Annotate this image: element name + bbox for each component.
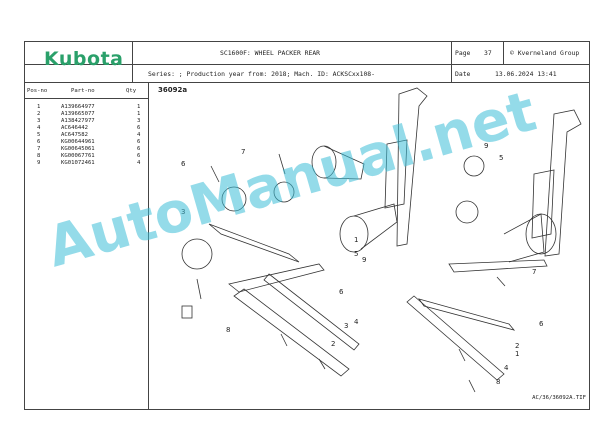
right-axle — [503, 213, 545, 263]
row-qty: 1 — [137, 104, 141, 110]
row-part-no: KG00644961 — [61, 139, 95, 145]
figure-id: 36092a — [158, 86, 188, 94]
right-frame-bar — [448, 259, 548, 273]
callout-label: 3 — [344, 322, 348, 330]
left-frame-bar — [208, 223, 300, 263]
left-packer-arm-1 — [228, 263, 325, 293]
table-drawing-divider — [148, 82, 149, 410]
callout-label: 7 — [532, 268, 536, 276]
right-detail-circle — [455, 200, 479, 224]
row-qty: 3 — [137, 118, 141, 124]
row-part-no: KG00067761 — [61, 153, 95, 159]
detail-circle-washer — [273, 181, 295, 203]
row-pos: 1 — [37, 104, 41, 110]
bolt-right-4 — [458, 348, 466, 362]
row-part-no: A138427977 — [61, 118, 95, 124]
bolt-right-8 — [468, 379, 476, 393]
header-bottom-line — [24, 82, 590, 83]
row-pos: 5 — [37, 132, 41, 138]
col-header-qty: Qty — [126, 88, 137, 94]
page-number: 37 — [484, 49, 492, 57]
pin-4 — [196, 278, 202, 300]
row-part-no: A139665077 — [61, 111, 95, 117]
callout-label: 1 — [354, 236, 358, 244]
bushing-8 — [181, 305, 193, 319]
callout-label: 7 — [241, 148, 245, 156]
bolt-7 — [278, 153, 286, 175]
row-part-no: KG00645061 — [61, 146, 95, 152]
row-pos: 6 — [37, 139, 41, 145]
right-packer-arm-2 — [406, 295, 505, 381]
left-plate — [384, 139, 408, 209]
callout-label: 2 — [331, 340, 335, 348]
col-header-pos: Pos-no — [27, 88, 48, 94]
callout-label: 9 — [484, 142, 488, 150]
row-part-no: KG01072461 — [61, 160, 95, 166]
copyright: © Kverneland Group — [510, 49, 580, 57]
row-qty: 1 — [137, 111, 141, 117]
kubota-logo: Kubota — [44, 48, 124, 70]
file-reference: AC/36/36092A.TIF — [532, 395, 586, 401]
row-part-no: AC646442 — [61, 125, 88, 131]
callout-label: 8 — [226, 326, 230, 334]
callout-label: 6 — [181, 160, 186, 168]
row-part-no: AC647582 — [61, 132, 88, 138]
row-pos: 8 — [37, 153, 41, 159]
page-label: Page — [455, 49, 471, 57]
left-packer-arm-2 — [233, 288, 350, 377]
bolt-left-2 — [280, 333, 288, 347]
bolt-left-4 — [318, 358, 326, 370]
row-pos: 9 — [37, 160, 41, 166]
right-mount-bracket — [544, 109, 582, 257]
table-header-line — [24, 98, 148, 99]
date-label: Date — [455, 70, 471, 78]
callout-label: 5 — [499, 154, 503, 162]
row-pos: 4 — [37, 125, 41, 131]
callout-label: 9 — [362, 256, 366, 264]
page-title: SC1600F: WHEEL PACKER REAR — [220, 49, 321, 57]
left-axle — [323, 145, 365, 180]
left-packer-arm-3 — [263, 273, 360, 351]
row-part-no: A139664977 — [61, 104, 95, 110]
callout-label: 3 — [181, 208, 185, 216]
col-header-part: Part-no — [71, 88, 95, 94]
right-washer — [463, 155, 485, 177]
row-qty: 6 — [137, 125, 141, 131]
row-qty: 6 — [137, 153, 141, 159]
callout-label: 1 — [515, 350, 519, 358]
callout-label: 6 — [539, 320, 544, 328]
page-divider — [503, 41, 504, 64]
detail-circle-bolt — [221, 186, 247, 212]
right-plate — [531, 169, 555, 239]
left-stub-axle — [353, 203, 398, 250]
exploded-drawing — [181, 87, 582, 393]
row-pos: 3 — [37, 118, 41, 124]
callout-label: 4 — [504, 364, 509, 372]
row-qty: 6 — [137, 139, 141, 145]
date-value: 13.06.2024 13:41 — [495, 70, 557, 78]
parts-sheet-frame — [24, 41, 590, 410]
logo-divider — [132, 41, 133, 82]
callout-label: 6 — [339, 288, 344, 296]
series-info: Series: ; Production year from: 2018; Ma… — [148, 70, 376, 78]
left-mount-bracket — [396, 87, 428, 247]
row-qty: 6 — [137, 146, 141, 152]
title-divider — [451, 41, 452, 82]
row-pos: 2 — [37, 111, 41, 117]
detail-circle-bushing — [181, 238, 213, 270]
bolt-6 — [210, 165, 220, 183]
row-qty: 4 — [137, 132, 141, 138]
callout-label: 2 — [515, 342, 519, 350]
callout-label: 4 — [354, 318, 359, 326]
row-pos: 7 — [37, 146, 41, 152]
header-divider — [24, 64, 590, 65]
callout-label: 8 — [496, 378, 500, 386]
row-qty: 4 — [137, 160, 141, 166]
callout-label: 5 — [354, 250, 358, 258]
bolt-right-7 — [496, 276, 506, 287]
